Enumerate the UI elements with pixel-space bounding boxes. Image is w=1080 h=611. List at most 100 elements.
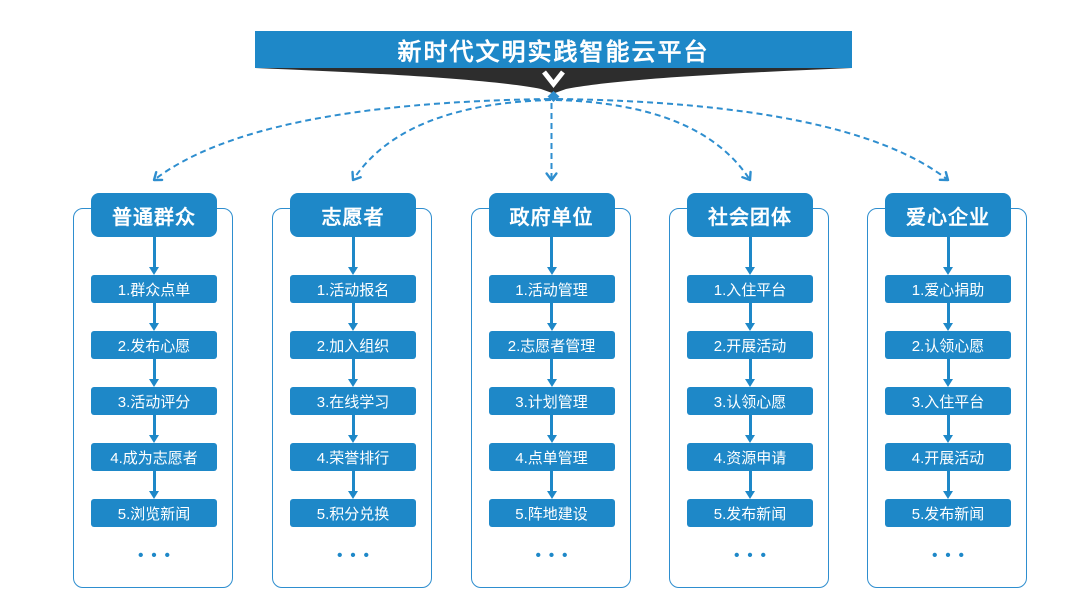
arrow-tip [546, 491, 557, 499]
arrow-shaft [152, 471, 156, 491]
arrow-tip [546, 435, 557, 443]
flow-step-2: 2.开展活动 [687, 331, 813, 359]
flow-step-3: 3.活动评分 [91, 387, 217, 415]
flow-step-2: 2.加入组织 [290, 331, 416, 359]
arrow-shaft [748, 415, 752, 435]
ellipsis-icon: ••• [932, 546, 972, 564]
down-arrow-icon [867, 303, 1029, 331]
dashed-connector-2 [351, 99, 552, 182]
down-arrow-icon [73, 471, 235, 499]
arrow-tip [943, 379, 953, 387]
arrow-shaft [152, 237, 156, 267]
down-arrow-icon [867, 359, 1029, 387]
down-arrow-icon [669, 237, 831, 275]
flow-step-3: 3.认领心愿 [687, 387, 813, 415]
flow-step-3: 3.在线学习 [290, 387, 416, 415]
flow-step-2: 2.志愿者管理 [488, 331, 615, 359]
arrow-tip [348, 435, 358, 443]
arrow-tip [745, 379, 755, 387]
arrow-shaft [550, 415, 553, 435]
column-header: 社会团体 [687, 193, 813, 237]
arrow-tip [149, 491, 159, 499]
arrow-tip [546, 267, 557, 275]
arrow-shaft [550, 359, 553, 379]
arrow-shaft [152, 415, 156, 435]
arrow-shaft [351, 415, 355, 435]
ellipsis-icon: ••• [138, 546, 178, 564]
role-column-2: 志愿者 ••• 1.活动报名 2.加入组织 3.在线学习 4.荣誉排行 5.积分兑换 [272, 193, 434, 590]
arrow-shaft [748, 303, 752, 323]
down-arrow-icon [867, 415, 1029, 443]
arrow-tip [348, 379, 358, 387]
down-arrow-icon [867, 237, 1029, 275]
flow-step-5: 5.积分兑换 [290, 499, 416, 527]
arrow-tip [745, 435, 755, 443]
funnel-shape [255, 68, 852, 94]
flow-step-3: 3.入住平台 [885, 387, 1011, 415]
down-arrow-icon [471, 471, 633, 499]
arrow-tip [348, 491, 358, 499]
dashed-connector-4 [555, 99, 752, 182]
arrow-shaft [351, 303, 355, 323]
flow-step-5: 5.发布新闻 [885, 499, 1011, 527]
ellipsis-icon: ••• [535, 546, 576, 564]
arrow-tip [149, 323, 159, 331]
arrow-tip [546, 379, 557, 387]
arrow-shaft [351, 359, 355, 379]
arrow-shaft [748, 471, 752, 491]
ellipsis-icon: ••• [734, 546, 774, 564]
arrow-shaft [152, 303, 156, 323]
down-arrow-icon [73, 237, 235, 275]
arrow-shaft [946, 303, 950, 323]
platform-title: 新时代文明实践智能云平台 [397, 39, 710, 66]
down-arrow-icon [272, 415, 434, 443]
down-arrow-icon [73, 359, 235, 387]
arrow-shaft [946, 237, 950, 267]
arrow-tip [546, 323, 557, 331]
flow-step-1: 1.入住平台 [687, 275, 813, 303]
arrow-tip [943, 267, 953, 275]
down-arrow-icon [272, 303, 434, 331]
down-arrow-icon [669, 471, 831, 499]
arrow-shaft [550, 471, 553, 491]
flow-step-5: 5.浏览新闻 [91, 499, 217, 527]
column-header: 志愿者 [290, 193, 416, 237]
flow-step-1: 1.群众点单 [91, 275, 217, 303]
arrow-tip [149, 379, 159, 387]
arrow-shaft [748, 237, 752, 267]
flow-step-4: 4.点单管理 [488, 443, 615, 471]
down-arrow-icon [669, 415, 831, 443]
dashed-connector-5 [556, 98, 950, 182]
flow-step-4: 4.资源申请 [687, 443, 813, 471]
arrow-shaft [550, 237, 553, 267]
arrow-tip [745, 267, 755, 275]
flow-step-1: 1.活动报名 [290, 275, 416, 303]
arrow-shaft [550, 303, 553, 323]
arrow-tip [348, 323, 358, 331]
down-arrow-icon [73, 415, 235, 443]
platform-title-banner: 新时代文明实践智能云平台 [255, 31, 852, 68]
arrow-tip [943, 323, 953, 331]
arrow-shaft [946, 471, 950, 491]
flow-step-4: 4.开展活动 [885, 443, 1011, 471]
down-arrow-icon [471, 415, 633, 443]
arrow-tip [348, 267, 358, 275]
arrow-tip [745, 491, 755, 499]
ellipsis-icon: ••• [337, 546, 377, 564]
arrow-tip [943, 435, 953, 443]
flow-step-4: 4.荣誉排行 [290, 443, 416, 471]
arrow-tip [149, 435, 159, 443]
arrow-shaft [748, 359, 752, 379]
arrow-tip [745, 323, 755, 331]
arrow-tip [943, 491, 953, 499]
down-arrow-icon [272, 359, 434, 387]
down-arrow-icon [272, 237, 434, 275]
flow-step-2: 2.认领心愿 [885, 331, 1011, 359]
flow-step-3: 3.计划管理 [488, 387, 615, 415]
arrow-shaft [351, 471, 355, 491]
down-arrow-icon [272, 471, 434, 499]
arrow-tip [149, 267, 159, 275]
